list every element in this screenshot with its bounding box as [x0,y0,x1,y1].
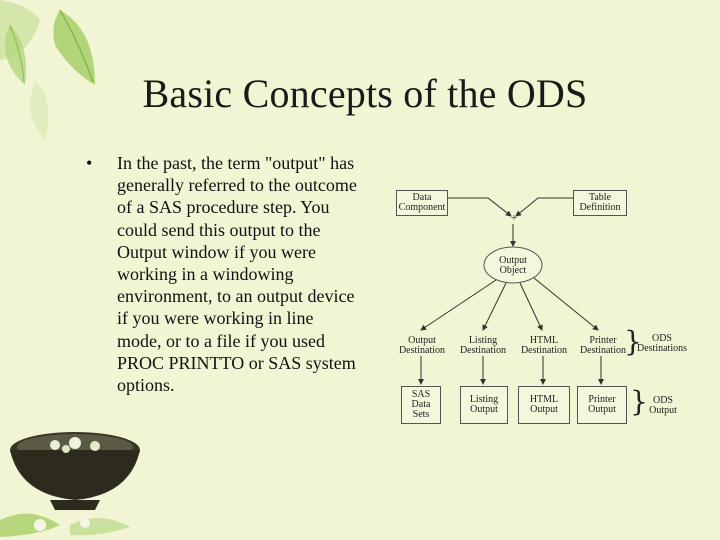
leaf-decoration-icon [0,0,95,140]
outputs-brace: } [630,385,648,418]
bowl-decoration-icon [0,432,140,537]
combine-symbol: + [510,212,518,224]
destinations-brace: } [624,325,642,358]
bullet-text: In the past, the term "output" has gener… [117,153,357,396]
bullet-dot: • [86,153,93,173]
slide-title: Basic Concepts of the ODS [142,71,588,116]
diagram-connectors [418,197,604,385]
